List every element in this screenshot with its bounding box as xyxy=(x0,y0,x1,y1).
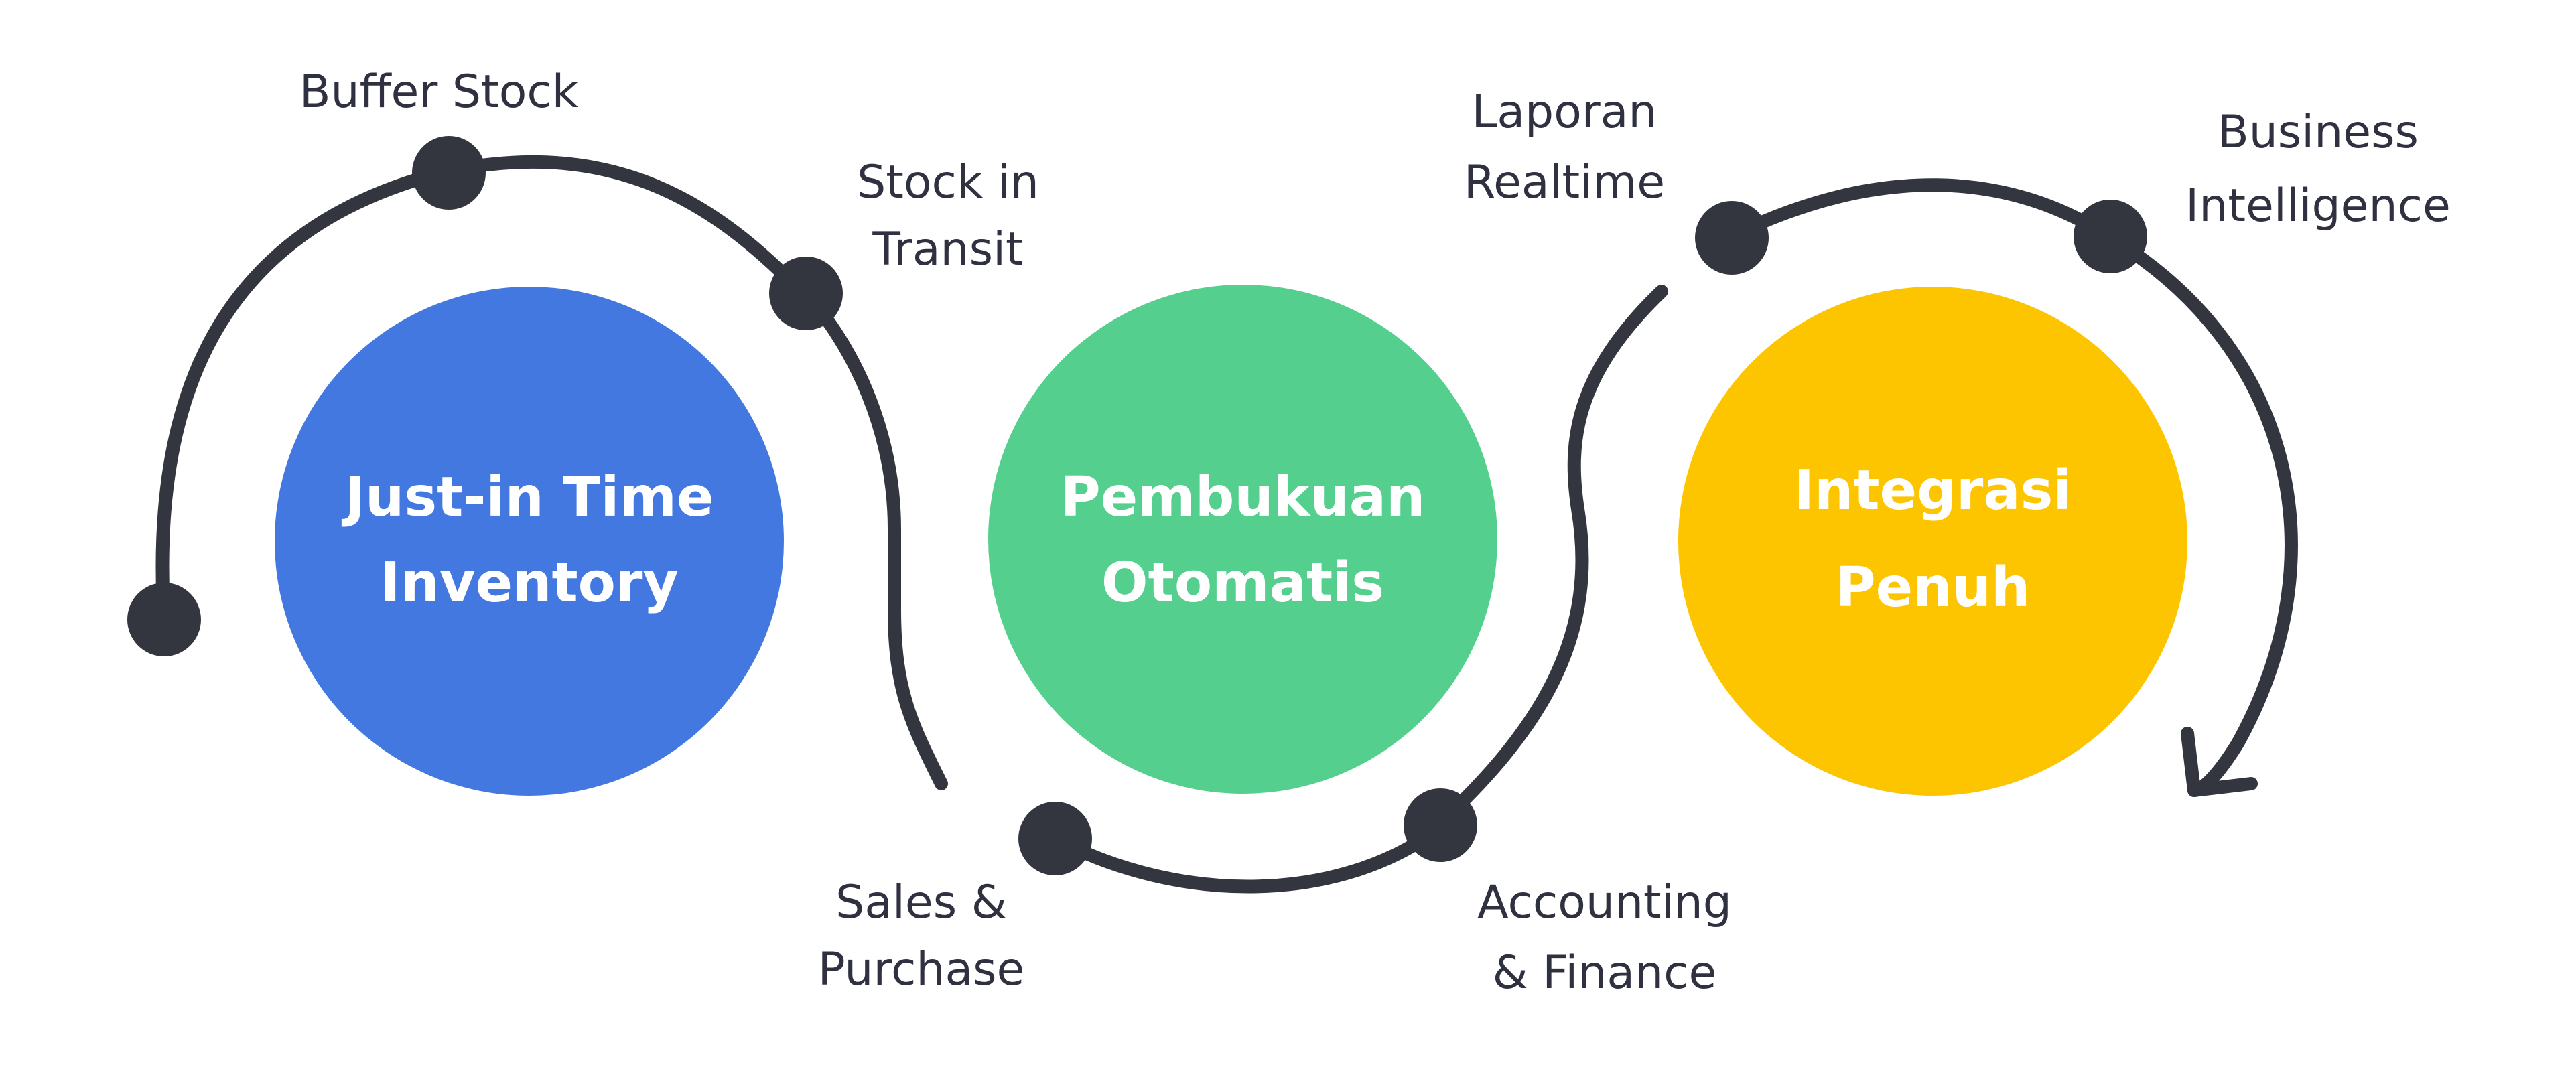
node-label-stock-in-transit-line2: Transit xyxy=(872,223,1023,276)
node-dot-accounting-finance xyxy=(1404,788,1477,862)
node-dot-sales-purchase xyxy=(1018,802,1092,875)
node-label-laporan-realtime-line2: Realtime xyxy=(1464,156,1665,209)
stage-label-2-line2: Otomatis xyxy=(1101,551,1384,615)
node-label-stock-in-transit-line1: Stock in xyxy=(857,156,1039,209)
node-dot-laporan-realtime xyxy=(1695,201,1769,275)
node-dot-stock-in-transit xyxy=(769,257,843,330)
node-label-business-intelligence-line1: Business xyxy=(2218,106,2419,159)
flow-path-right-descent xyxy=(2104,231,2298,797)
stage-label-1-line1: Just-in Time xyxy=(341,466,714,529)
node-label-laporan-realtime-line1: Laporan xyxy=(1471,86,1657,139)
stage-label-3-line2: Penuh xyxy=(1836,556,2031,620)
node-label-sales-purchase-line2: Purchase xyxy=(818,943,1025,996)
stage-circle-pembukuan xyxy=(988,285,1497,794)
stage-label-2-line1: Pembukuan xyxy=(1061,466,1426,529)
flow-path-left-arc xyxy=(155,155,811,626)
node-label-business-intelligence-line2: Intelligence xyxy=(2185,180,2451,232)
node-label-accounting-finance-line2: & Finance xyxy=(1493,946,1717,999)
node-dot-buffer-stock xyxy=(412,136,486,210)
node-label-accounting-finance-line1: Accounting xyxy=(1477,876,1732,929)
arrow-head-icon xyxy=(2181,727,2258,797)
node-label-sales-purchase-line1: Sales & xyxy=(835,876,1007,929)
stage-circle-integrasi xyxy=(1678,287,2187,796)
stage-label-1-line2: Inventory xyxy=(380,551,679,615)
flow-path-middle-s-curve xyxy=(1432,285,1668,831)
stage-label-3-line1: Integrasi xyxy=(1793,459,2072,522)
node-dot-business-intelligence xyxy=(2074,200,2147,273)
flow-path-top-right-arc xyxy=(1722,178,2117,244)
flow-path-bottom-arc xyxy=(1048,821,1447,894)
flow-start-dot xyxy=(127,583,201,656)
stage-circle-just-in-time xyxy=(275,287,784,796)
node-label-buffer-stock: Buffer Stock xyxy=(299,66,579,119)
flow-path-left-descent xyxy=(821,313,948,790)
